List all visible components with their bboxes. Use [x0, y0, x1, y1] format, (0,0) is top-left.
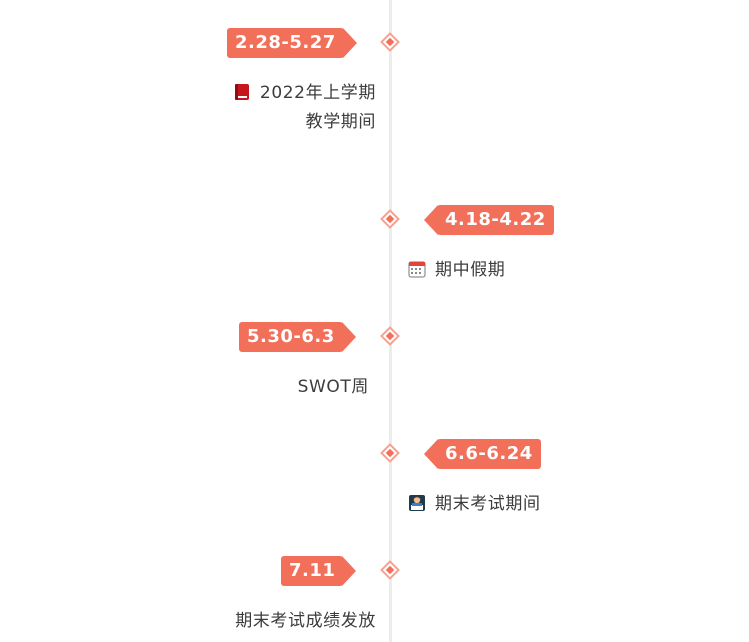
event-title-4: 期末考试期间 — [435, 494, 541, 514]
event-line-1a: 2022年上学期 — [233, 79, 376, 108]
date-label-2: 4.18-4.22 — [437, 205, 554, 235]
event-title-2: 期中假期 — [435, 260, 506, 280]
student-writing-icon — [409, 495, 425, 511]
date-label-5: 7.11 — [281, 556, 344, 586]
date-label-4: 6.6-6.24 — [437, 439, 541, 469]
date-tag-1: 2.28-5.27 — [227, 28, 357, 58]
event-description-2: 期中假期 — [408, 256, 505, 285]
timeline-node-4 — [380, 443, 400, 463]
event-description-1: 2022年上学期 教学期间 — [233, 79, 376, 137]
event-title-3: SWOT周 — [297, 377, 369, 397]
date-tag-2: 4.18-4.22 — [424, 205, 554, 235]
event-title-5: 期末考试成绩发放 — [235, 611, 376, 631]
event-description-3: SWOT周 — [298, 373, 369, 402]
timeline-node-5 — [380, 560, 400, 580]
event-title-1: 2022年上学期 — [259, 83, 376, 103]
timeline-node-1 — [380, 32, 400, 52]
timeline-node-3 — [380, 326, 400, 346]
event-description-5: 期末考试成绩发放 — [235, 607, 376, 636]
timeline-node-2 — [380, 209, 400, 229]
timeline-axis — [389, 0, 392, 642]
date-tag-4: 6.6-6.24 — [424, 439, 541, 469]
calendar-icon — [408, 261, 426, 278]
event-description-4: 期末考试期间 — [408, 490, 541, 519]
book-icon — [234, 84, 249, 100]
date-tag-3: 5.30-6.3 — [239, 322, 356, 352]
date-tag-5: 7.11 — [281, 556, 357, 586]
date-label-1: 2.28-5.27 — [227, 28, 344, 58]
date-label-3: 5.30-6.3 — [239, 322, 343, 352]
event-line-1b: 教学期间 — [305, 112, 376, 132]
